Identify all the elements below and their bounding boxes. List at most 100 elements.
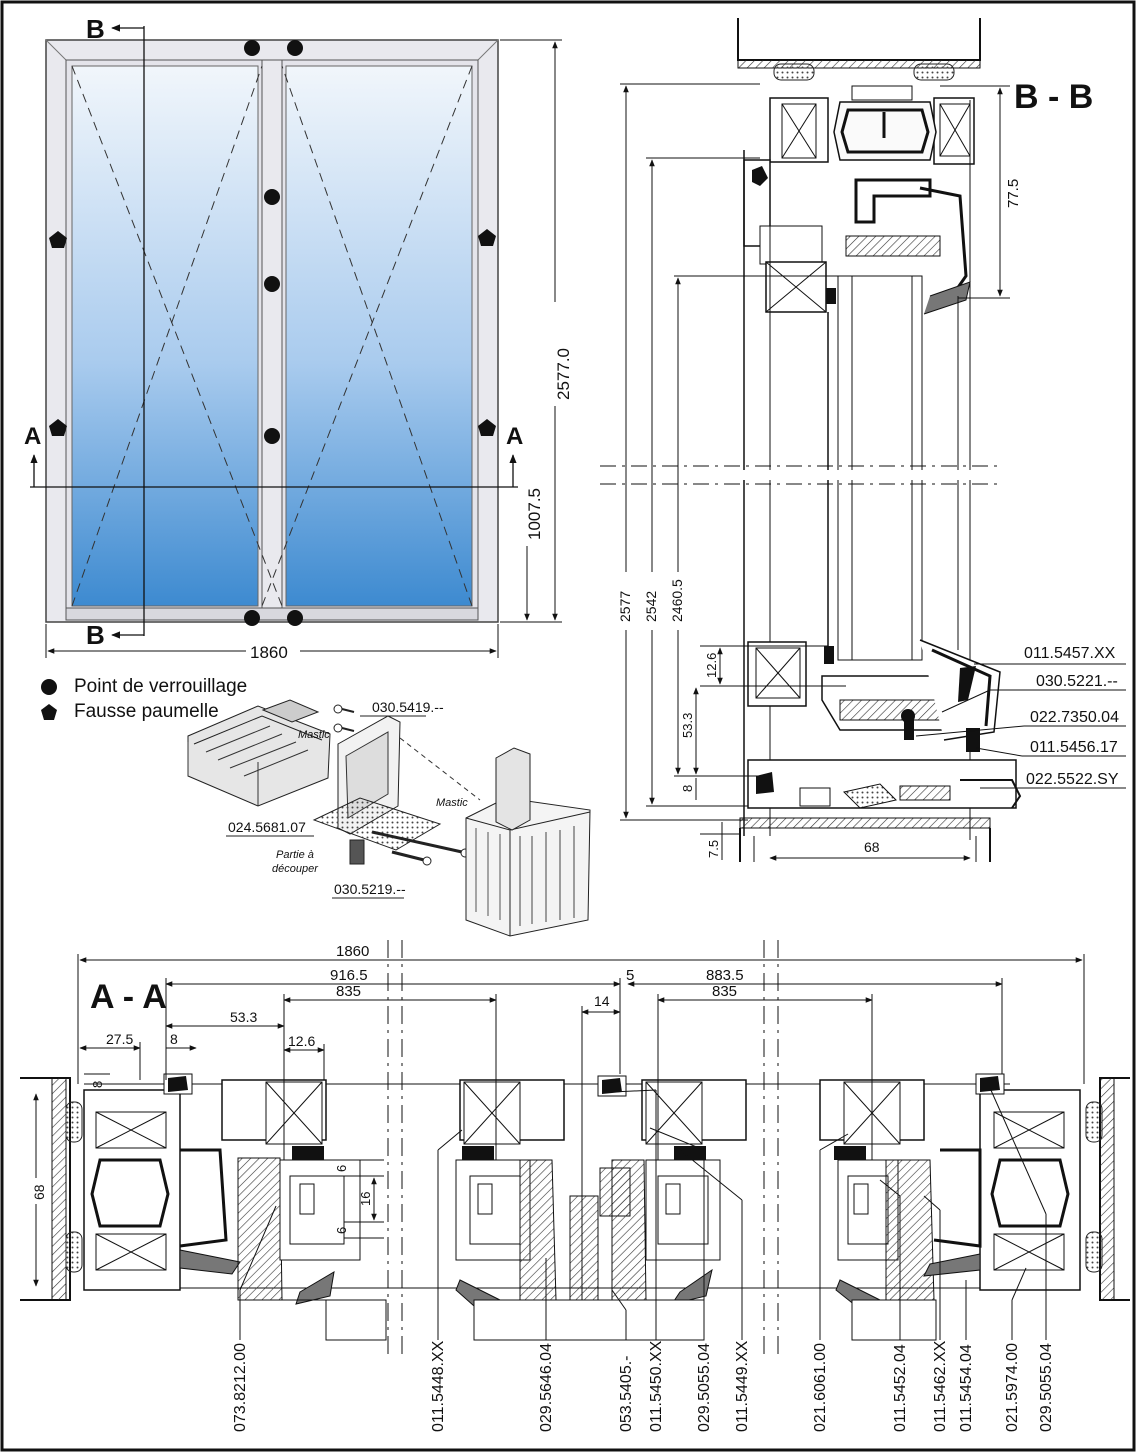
section-a-mark: A: [24, 423, 41, 450]
part-code: 022.7350.04: [1030, 709, 1119, 726]
frame-bevel-tl: [45, 39, 69, 63]
lock-point-icon: [244, 610, 260, 626]
dim-overall: 1860: [336, 943, 369, 960]
dim-height-label: 2577.0: [554, 348, 573, 400]
dim-8-side: 8: [90, 1081, 105, 1088]
part-code: 011.5450.XX: [648, 1340, 665, 1432]
dim-2542: 2542: [643, 591, 659, 622]
part-code: 011.5462.XX: [932, 1340, 949, 1432]
dim-8-top: 8: [170, 1031, 178, 1047]
screw-icon: [333, 723, 343, 733]
part-code-leaders: [239, 1087, 1047, 1340]
pentagon-icon: [41, 703, 57, 720]
lock-point-icon: [244, 40, 260, 56]
part-code: 011.5452.04: [892, 1344, 909, 1432]
left-glass: [71, 65, 259, 607]
dim-53-3: 53.3: [680, 713, 695, 738]
dim-53-3: 53.3: [230, 1009, 257, 1025]
wall-left: [20, 1077, 71, 1301]
false-hinge-icon: [49, 231, 67, 248]
part-code: 029.5055.04: [696, 1343, 713, 1432]
opening-line: [281, 65, 473, 607]
part-code: 029.5055.04: [1038, 1343, 1055, 1432]
dim-27-5: 27.5: [106, 1031, 133, 1047]
dim-2577: 2577: [617, 591, 633, 622]
dim-6b: 6: [334, 1227, 349, 1234]
dim-16: 16: [358, 1192, 373, 1206]
lock-point-icon: [264, 428, 280, 444]
legend-item-false-hinge: Fausse paumelle: [40, 699, 247, 724]
section-b-mark: B: [86, 620, 105, 650]
dim-left-glass: 835: [336, 983, 361, 1000]
label-cut-note: découper: [272, 863, 319, 875]
false-hinge-icon: [478, 419, 496, 436]
opening-line: [71, 65, 283, 607]
dim-right-leaf: 883.5: [706, 967, 744, 984]
section-b-b: B - B: [600, 18, 1126, 862]
door-elevation: B B A A 2577.0 1007.5 1860: [24, 14, 573, 662]
bolt: [371, 830, 463, 854]
assembly-detail: 030.5419.-- Mastic Mastic 024.5681.07 Pa…: [187, 699, 591, 937]
wall-top: [737, 18, 981, 61]
dim-left-leaf: 916.5: [330, 967, 368, 984]
seal-foam: [913, 63, 955, 81]
legend-label: Fausse paumelle: [74, 700, 219, 722]
threshold: [65, 607, 479, 621]
dim-2460-5: 2460.5: [669, 579, 685, 622]
lock-point-icon: [287, 40, 303, 56]
section-title: A - A: [90, 978, 167, 1016]
part-code: 029.5646.04: [538, 1343, 555, 1432]
lock-point-icon: [264, 276, 280, 292]
glass-unit-section: [837, 275, 923, 661]
section-a-a: A - A: [20, 940, 1130, 1432]
legend: Point de verrouillage Fausse paumelle: [40, 674, 247, 724]
dim-77-5: 77.5: [1005, 179, 1022, 208]
dim-8: 8: [680, 785, 695, 792]
label-screw-code: 030.5419.--: [372, 699, 444, 715]
part-code: 073.8212.00: [232, 1343, 249, 1432]
dim-handle-label: 1007.5: [525, 488, 544, 540]
part-code: 011.5449.XX: [734, 1340, 751, 1432]
dim-7-5: 7.5: [706, 840, 721, 858]
part-code: 053.5405.-: [618, 1355, 635, 1432]
screw-icon: [333, 704, 343, 714]
part-code: 022.5522.SY: [1026, 771, 1119, 788]
label-mastic: Mastic: [436, 797, 468, 809]
dim-12-6: 12.6: [288, 1033, 315, 1049]
right-glass: [285, 65, 473, 607]
dim-6a: 6: [334, 1165, 349, 1172]
lock-point-icon: [264, 189, 280, 205]
opening-line: [261, 65, 473, 607]
legend-item-lock-point: Point de verrouillage: [40, 674, 247, 699]
section-b-mark: B: [86, 14, 105, 44]
circle-icon: [41, 678, 57, 695]
legend-label: Point de verrouillage: [74, 675, 248, 697]
section-a-mark: A: [506, 423, 523, 450]
lock-point-icon: [287, 610, 303, 626]
gasket-block: [312, 797, 442, 851]
part-code: 011.5454.04: [958, 1344, 975, 1432]
part-code: 021.6061.00: [812, 1343, 829, 1432]
opening-line: [71, 65, 263, 607]
seal-foam: [773, 63, 815, 81]
part-code: 030.5221.--: [1036, 673, 1118, 690]
part-code: 011.5448.XX: [430, 1340, 447, 1432]
part-code: 021.5974.00: [1004, 1343, 1021, 1432]
false-hinge-icon: [49, 419, 67, 436]
dim-14: 14: [594, 993, 610, 1009]
bolt: [391, 850, 425, 862]
frame-bevel-tr: [475, 39, 499, 63]
central-mullion: [261, 59, 283, 613]
label-gasket-code: 024.5681.07: [228, 819, 306, 835]
label-mastic: Mastic: [298, 729, 330, 741]
dim-width-label: 1860: [250, 643, 288, 662]
part-code: 011.5456.17: [1030, 739, 1118, 756]
dim-12-6: 12.6: [704, 653, 719, 678]
part-code: 011.5457.XX: [1024, 645, 1116, 662]
section-title: B - B: [1014, 78, 1093, 116]
label-bolt-code: 030.5219.--: [334, 881, 406, 897]
dim-68-side: 68: [31, 1184, 47, 1200]
dim-right-glass: 835: [712, 983, 737, 1000]
